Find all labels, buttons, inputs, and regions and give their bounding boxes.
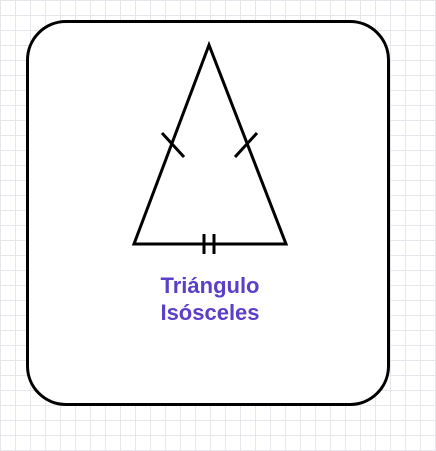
isosceles-triangle	[131, 40, 289, 246]
left-side-tick-mark	[160, 131, 186, 159]
shape-card	[26, 20, 390, 406]
shape-name-line-1: Triángulo	[160, 273, 260, 298]
shape-name-label: Triángulo Isósceles	[110, 272, 310, 326]
shape-name-line-2: Isósceles	[160, 300, 260, 325]
right-side-tick-mark	[233, 131, 259, 159]
